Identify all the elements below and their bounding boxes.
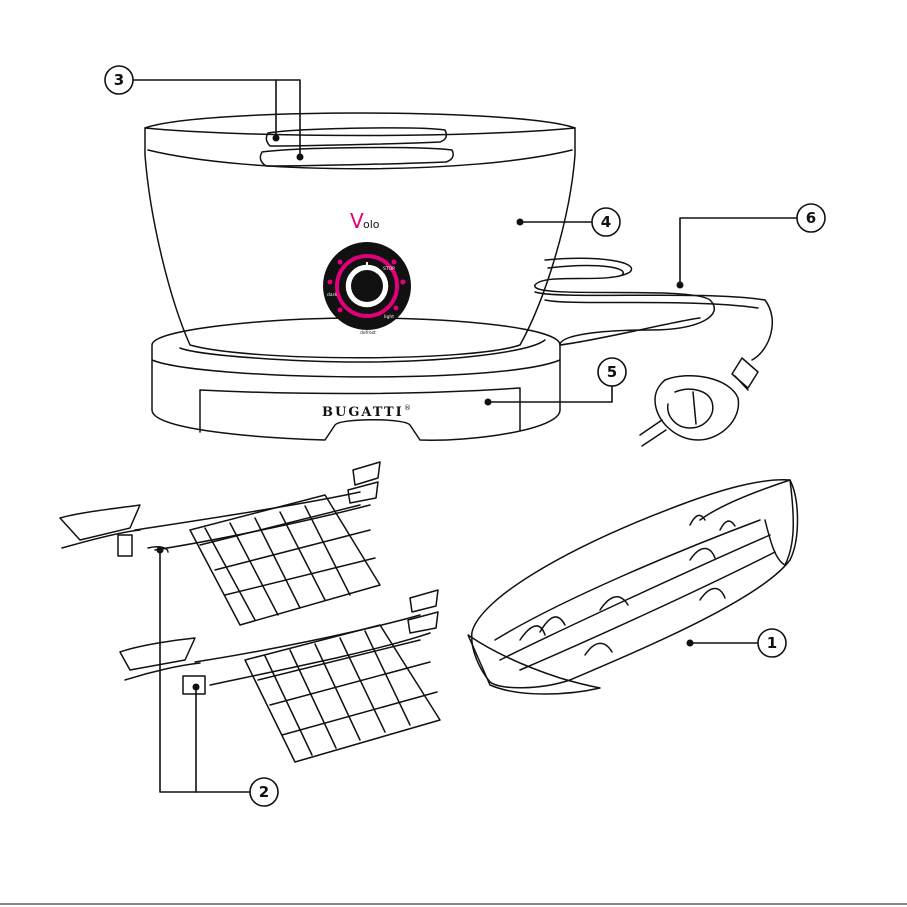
- callout-5: 5: [598, 358, 626, 386]
- svg-text:®: ®: [404, 404, 411, 412]
- dial-stop-label: STOP: [383, 266, 395, 272]
- sandwich-rack-lower: [120, 590, 440, 762]
- svg-text:4: 4: [601, 213, 611, 231]
- svg-text:1: 1: [767, 634, 777, 652]
- power-cord: [535, 258, 773, 360]
- bread-slots: [260, 128, 453, 166]
- callout-2: 2: [250, 778, 278, 806]
- callout-6: 6: [797, 204, 825, 232]
- svg-text:2: 2: [259, 783, 269, 801]
- svg-text:olo: olo: [363, 218, 380, 231]
- bugatti-brand: BUGATTI ®: [322, 404, 411, 420]
- svg-text:6: 6: [806, 209, 816, 227]
- control-dial: STOP light dark defrost: [323, 242, 411, 336]
- sandwich-rack-upper: [60, 462, 380, 625]
- svg-text:V: V: [350, 209, 364, 233]
- volo-logo: V olo: [350, 209, 380, 233]
- svg-text:5: 5: [607, 363, 617, 381]
- callout-lines: [133, 80, 797, 792]
- dial-defrost-label: defrost: [360, 330, 376, 336]
- svg-text:3: 3: [114, 71, 124, 89]
- dial-light-label: light: [384, 314, 394, 320]
- callout-3: 3: [105, 66, 133, 94]
- toaster-base: [152, 318, 560, 440]
- dial-dark-label: dark: [327, 292, 337, 298]
- callout-4: 4: [592, 208, 620, 236]
- power-plug: [640, 358, 758, 446]
- callout-1: 1: [758, 629, 786, 657]
- svg-text:BUGATTI: BUGATTI: [322, 405, 404, 420]
- bun-warmer-rack: [468, 480, 798, 694]
